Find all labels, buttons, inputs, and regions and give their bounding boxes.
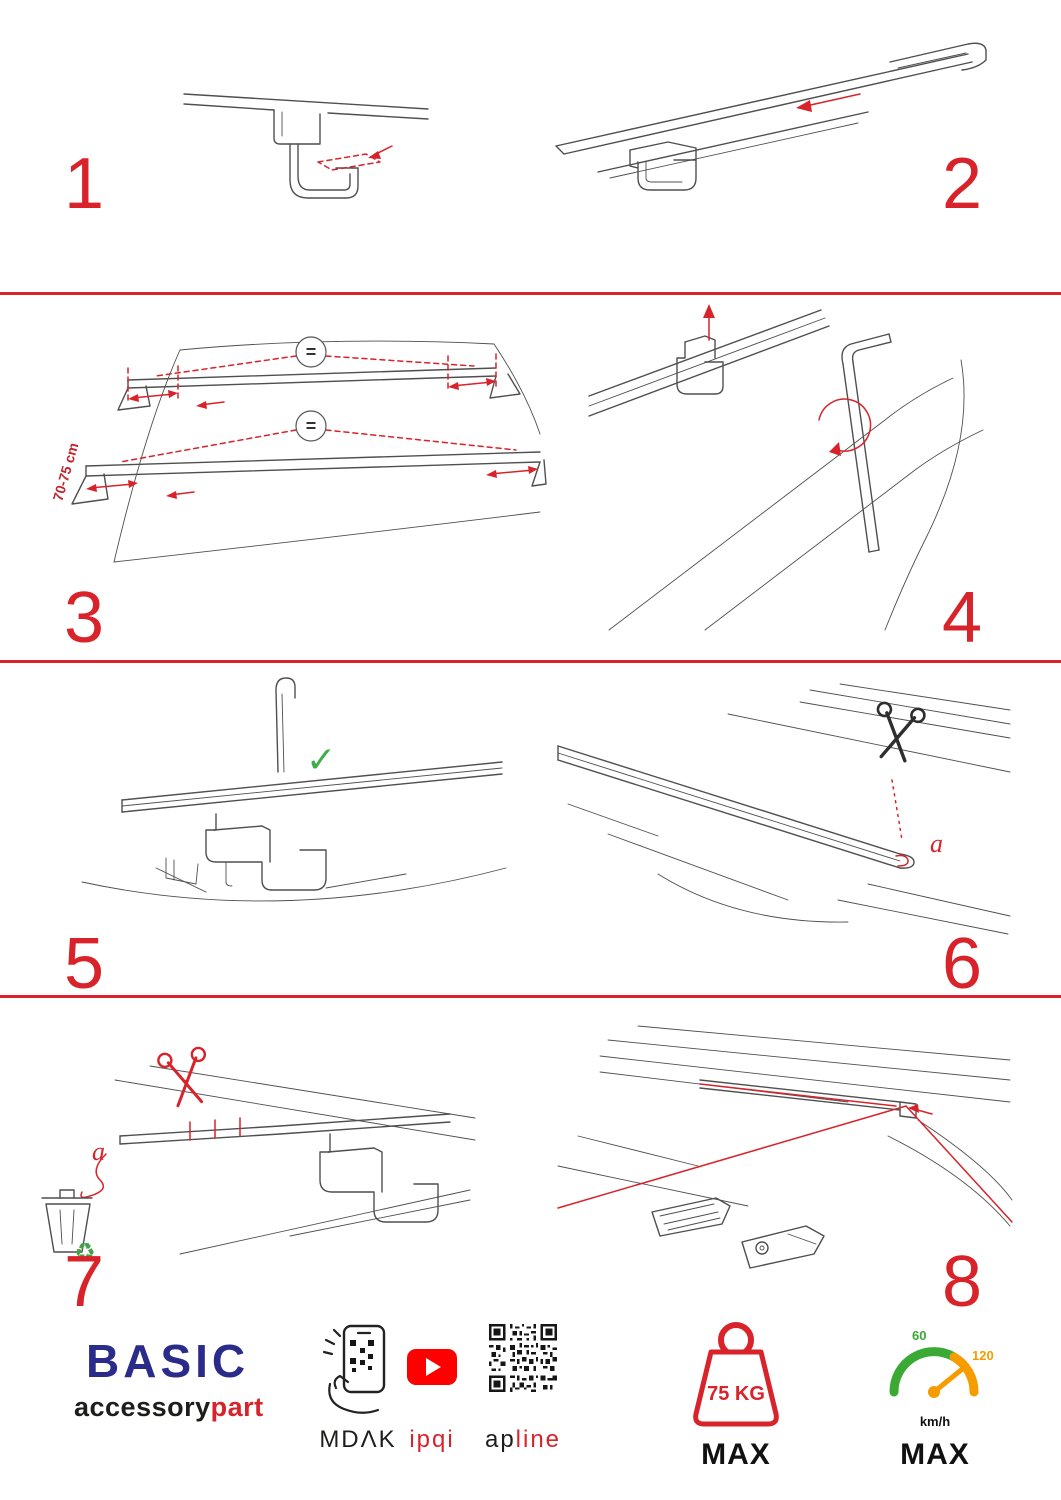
step-2-number: 2 — [942, 144, 983, 224]
step-3-illustration: = = 70-75 cm — [50, 336, 547, 563]
partner-mdak-label: MDΛK — [319, 1426, 397, 1453]
equal-spacing-circle-bottom — [295, 410, 327, 442]
rubber-strip-end-highlight — [895, 854, 909, 867]
max-load-label: MAX — [701, 1438, 771, 1471]
cut-off-strip — [80, 1153, 107, 1199]
step-4-illustration — [588, 304, 984, 631]
partner-ipqi-label: ipqi — [409, 1426, 455, 1453]
step-3-number: 3 — [64, 578, 105, 658]
step-5-illustration: ✓ — [81, 677, 507, 902]
max-speed-icon: 60 120 — [889, 1328, 994, 1398]
step-6-number: 6 — [942, 924, 983, 1004]
apline-red: line — [515, 1426, 562, 1453]
brand-subtitle-black: accessory — [74, 1392, 211, 1422]
detail-callout-frame — [557, 1105, 1013, 1223]
speed-unit-label: km/h — [919, 1414, 951, 1429]
rubber-pad-highlight — [317, 153, 381, 171]
cut-piece-label: a — [92, 1137, 105, 1166]
equal-symbol-bottom: = — [306, 416, 317, 436]
brand-subtitle: accessorypart — [74, 1392, 264, 1423]
check-icon: ✓ — [306, 740, 336, 781]
recycle-icon: ♻ — [74, 1238, 96, 1266]
scissors-icon — [876, 701, 926, 763]
section-divider-3 — [0, 995, 1061, 998]
brand-title: BASIC — [86, 1335, 250, 1387]
step-1-illustration — [183, 93, 429, 199]
cut-point-label: a — [930, 829, 943, 858]
step-5-number: 5 — [64, 924, 105, 1004]
section-divider-2 — [0, 660, 1061, 663]
strip-in-channel-highlight — [699, 1083, 897, 1107]
tighten-rotation-arrow — [818, 398, 872, 452]
step-8-illustration — [557, 1025, 1013, 1269]
youtube-icon — [407, 1349, 457, 1385]
equal-spacing-circle-top — [295, 336, 327, 368]
max-load-icon: 75 KG — [693, 1322, 779, 1427]
equal-symbol-top: = — [306, 342, 317, 362]
slide-direction-arrow — [805, 93, 861, 107]
max-load-value: 75 KG — [707, 1383, 765, 1405]
step-6-illustration: a — [557, 683, 1011, 935]
step-1-number: 1 — [64, 144, 105, 224]
speed-tick-high: 120 — [972, 1348, 994, 1363]
trash-bin-icon — [41, 1189, 93, 1253]
speed-tick-low: 60 — [912, 1328, 926, 1343]
apline-black: ap — [484, 1426, 516, 1453]
partner-apline-label: apline — [475, 1426, 571, 1454]
step-2-illustration — [555, 42, 987, 191]
section-divider-1 — [0, 292, 1061, 295]
step-7-number: 7 — [64, 1242, 105, 1322]
brand-subtitle-red: part — [210, 1392, 264, 1422]
cut-marks — [189, 1117, 241, 1141]
scissors-icon — [157, 1046, 207, 1108]
step-8-number: 8 — [942, 1242, 983, 1322]
max-speed-label: MAX — [900, 1438, 970, 1471]
phone-scan-icon — [322, 1324, 386, 1414]
qr-code-icon — [489, 1324, 557, 1392]
step-7-illustration: a ♻ — [41, 1046, 476, 1266]
step-4-number: 4 — [942, 578, 983, 658]
